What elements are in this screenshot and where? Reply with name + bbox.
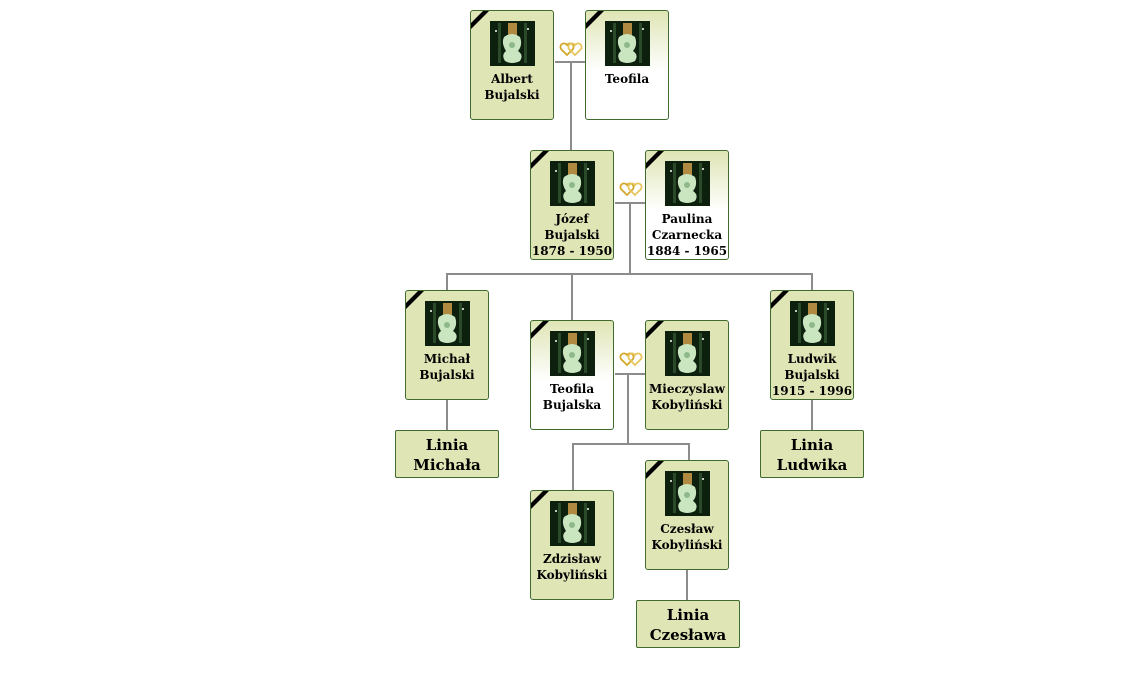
lineage-name: Ludwika [776,456,848,474]
connector [811,400,813,430]
connector [688,443,690,460]
connector [446,273,448,290]
connector [615,373,646,375]
person-name-line: Bujalska [542,398,602,412]
portrait-placeholder-icon [665,331,710,376]
connector [570,61,572,150]
portrait-placeholder-icon [550,161,595,206]
person-name-line: Michał [423,352,471,366]
wedding-rings-icon [558,40,584,58]
person-name-line: Czarnecka [651,228,723,242]
lineage-link-ludwika[interactable]: Linia Ludwika [760,430,864,478]
person-card-teofila[interactable]: Teofila [585,10,669,120]
connector [572,443,574,490]
person-name-line: Mieczyslaw [649,382,725,396]
person-name-line: Kobyliński [651,398,723,412]
connector [627,373,629,445]
wedding-rings-icon [618,180,644,198]
portrait-placeholder-icon [550,501,595,546]
lineage-label: Linia [790,436,834,454]
person-name-line: Czesław [660,522,714,536]
person-name-line: Kobyliński [536,568,608,582]
person-name-line: Bujalski [544,228,600,242]
wedding-rings-icon [618,350,644,368]
connector [686,570,688,600]
connector [572,443,690,445]
lineage-label: Linia [666,606,710,624]
portrait-placeholder-icon [665,161,710,206]
portrait-placeholder-icon [550,331,595,376]
person-name-line: Teofila [549,382,595,396]
lineage-name: Czesława [649,626,727,644]
person-name-line: Teofila [604,72,650,86]
person-name-line: Albert [491,72,533,86]
person-name-line: Ludwik [787,352,837,366]
lineage-name: Michała [413,456,481,474]
connector [629,202,631,274]
person-name-line: Kobyliński [651,538,723,552]
person-dates: 1915 - 1996 [771,384,853,398]
connector [811,273,813,290]
person-name-line: Zdzisław [542,552,601,566]
portrait-placeholder-icon [490,21,535,66]
portrait-placeholder-icon [665,471,710,516]
connector [446,400,448,430]
person-name-line: Paulina [661,212,713,226]
person-name-line: Józef [555,212,589,226]
person-name-line: Bujalski [484,88,540,102]
person-name: Teofila [586,71,668,87]
lineage-link-michala[interactable]: Linia Michała [395,430,499,478]
portrait-placeholder-icon [425,301,470,346]
connector [446,273,813,275]
portrait-placeholder-icon [605,21,650,66]
person-dates: 1884 - 1965 [646,244,728,258]
person-name-line: Bujalski [784,368,840,382]
person-name-line: Bujalski [419,368,475,382]
person-dates: 1878 - 1950 [531,244,613,258]
lineage-link-czeslawa[interactable]: Linia Czesława [636,600,740,648]
portrait-placeholder-icon [790,301,835,346]
lineage-label: Linia [425,436,469,454]
connector [571,273,573,320]
